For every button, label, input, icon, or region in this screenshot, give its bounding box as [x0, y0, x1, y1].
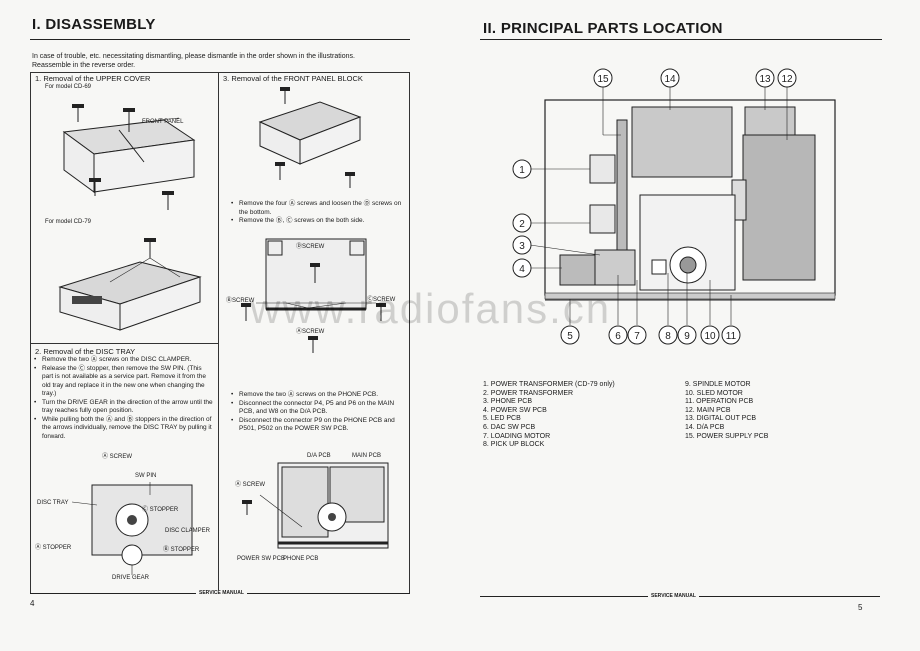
legend-item: 11. OPERATION PCB [685, 398, 754, 406]
legend-item: 3. PHONE PCB [483, 398, 533, 406]
callout-1: 1 [519, 165, 525, 176]
intro-line-1: In case of trouble, etc. necessitating d… [32, 53, 355, 60]
step2-heading: 2. Removal of the DISC TRAY [35, 347, 136, 356]
power-sw-pcb-label: POWER SW PCB [237, 556, 286, 562]
right-page-number: 5 [858, 603, 863, 612]
callout-5: 5 [567, 331, 573, 342]
right-footer-text: SERVICE MANUAL [648, 593, 699, 599]
step4-bullet: Disconnect the connector P9 on the PHONE… [230, 417, 406, 434]
c-stopper-label: Ⓒ STOPPER [142, 507, 179, 513]
legend-item: 10. SLED MOTOR [685, 389, 743, 397]
left-footer-text: SERVICE MANUAL [196, 590, 247, 596]
main-pcb-label: MAIN PCB [352, 453, 382, 459]
parts-location-title: II. PRINCIPAL PARTS LOCATION [483, 20, 723, 37]
front-panel-block-illustration [258, 87, 362, 188]
step3-heading: 3. Removal of the FRONT PANEL BLOCK [223, 74, 363, 83]
callout-11: 11 [726, 331, 737, 342]
upper-cover-illustration-cd79 [58, 238, 202, 331]
callout-9: 9 [684, 331, 690, 342]
legend-item: 2. POWER TRANSFORMER [483, 389, 574, 397]
parts-location-diagram: 15 14 13 12 1 2 3 4 5 6 7 8 9 10 11 [512, 68, 836, 345]
legend-item: 13. DIGITAL OUT PCB [685, 415, 757, 423]
a-stopper-label: Ⓐ STOPPER [35, 545, 72, 551]
column-divider [218, 72, 219, 592]
step2-bullet: While pulling both the Ⓐ and Ⓑ stoppers … [33, 416, 213, 442]
sw-pin-label: SW PIN [135, 473, 157, 479]
legend-item: 15. POWER SUPPLY PCB [685, 432, 769, 440]
legend-column-1: 1. POWER TRANSFORMER (CD-79 only) 2. POW… [483, 381, 615, 450]
phone-pcb-label: PHONE PCB [283, 556, 319, 562]
screw-a-label: Ⓐ SCREW [102, 454, 133, 460]
intro-text: In case of trouble, etc. necessitating d… [32, 52, 412, 70]
disc-clamper-label: DISC CLAMPER [165, 528, 211, 534]
upper-cover-illustration-cd69 [62, 104, 196, 210]
legend-item: 12. MAIN PCB [685, 406, 731, 414]
step2-bullets: Remove the two Ⓐ screws on the DISC CLAM… [33, 356, 213, 441]
drive-gear-label: DRIVE GEAR [112, 575, 150, 581]
disc-tray-label: DISC TRAY [37, 500, 69, 506]
step3-bullet: Remove the four Ⓐ screws and loosen the … [230, 200, 406, 217]
callout-8: 8 [665, 331, 671, 342]
step2-bullet: Turn the DRIVE GEAR in the direction of … [33, 399, 213, 416]
a-screw-label-step4: Ⓐ SCREW [235, 482, 266, 488]
step-divider [30, 343, 219, 344]
watermark: www.radiofans.cn [250, 285, 612, 332]
left-page-number: 4 [30, 599, 35, 608]
callout-10: 10 [704, 331, 716, 342]
callout-12: 12 [781, 74, 793, 85]
callout-3: 3 [519, 241, 525, 252]
step1-model-b: For model CD-79 [45, 219, 92, 225]
step4-bullet: Remove the two Ⓐ screws on the PHONE PCB… [230, 391, 406, 400]
a-screw-label-step3: ⒶSCREW [296, 329, 325, 335]
step1-heading: 1. Removal of the UPPER COVER [35, 74, 151, 83]
front-panel-screws-illustration [241, 238, 386, 353]
title-rule [30, 39, 410, 40]
disassembly-title: I. DISASSEMBLY [32, 16, 156, 33]
callout-14: 14 [664, 74, 676, 85]
d-screw-label: ⒹSCREW [296, 244, 325, 250]
right-title-rule [480, 39, 882, 40]
legend-item: 6. DAC SW PCB [483, 423, 536, 431]
step1-model-a: For model CD-69 [45, 84, 92, 90]
callout-13: 13 [759, 74, 771, 85]
legend-item: 8. PICK UP BLOCK [483, 441, 545, 449]
b-stopper-label: Ⓑ STOPPER [163, 547, 200, 553]
legend-item: 1. POWER TRANSFORMER (CD-79 only) [483, 381, 615, 388]
da-pcb-label: D/A PCB [307, 453, 331, 459]
b-screw-label: ⒷSCREW [226, 298, 255, 304]
legend-column-2: 9. SPINDLE MOTOR 10. SLED MOTOR 11. OPER… [685, 381, 768, 441]
step4-bullet: Disconnect the connector P4, P5 and P6 o… [230, 400, 406, 417]
legend-item: 4. POWER SW PCB [483, 406, 547, 414]
step3-bullets: Remove the four Ⓐ screws and loosen the … [230, 200, 406, 226]
step4-bullets: Remove the two Ⓐ screws on the PHONE PCB… [230, 391, 406, 434]
callout-15: 15 [597, 74, 609, 85]
disc-tray-illustration [71, 482, 193, 575]
legend-item: 7. LOADING MOTOR [483, 432, 551, 440]
step3-bullet: Remove the Ⓑ, Ⓒ screws on the both side. [230, 217, 406, 226]
legend-item: 9. SPINDLE MOTOR [685, 381, 751, 388]
step2-bullet: Release the Ⓒ stopper, then remove the S… [33, 365, 213, 399]
front-panel-label: FRONT PANEL [142, 119, 184, 125]
callout-4: 4 [519, 264, 525, 275]
callout-6: 6 [615, 331, 621, 342]
callout-2: 2 [519, 219, 525, 230]
legend-item: 14. D/A PCB [685, 423, 725, 431]
c-screw-label: ⒸSCREW [367, 297, 396, 303]
callout-7: 7 [634, 331, 640, 342]
step2-bullet: Remove the two Ⓐ screws on the DISC CLAM… [33, 356, 213, 365]
pcb-removal-illustration [242, 462, 389, 549]
legend-item: 5. LED PCB [483, 415, 521, 423]
intro-line-2: Reassemble in the reverse order. [32, 62, 136, 69]
